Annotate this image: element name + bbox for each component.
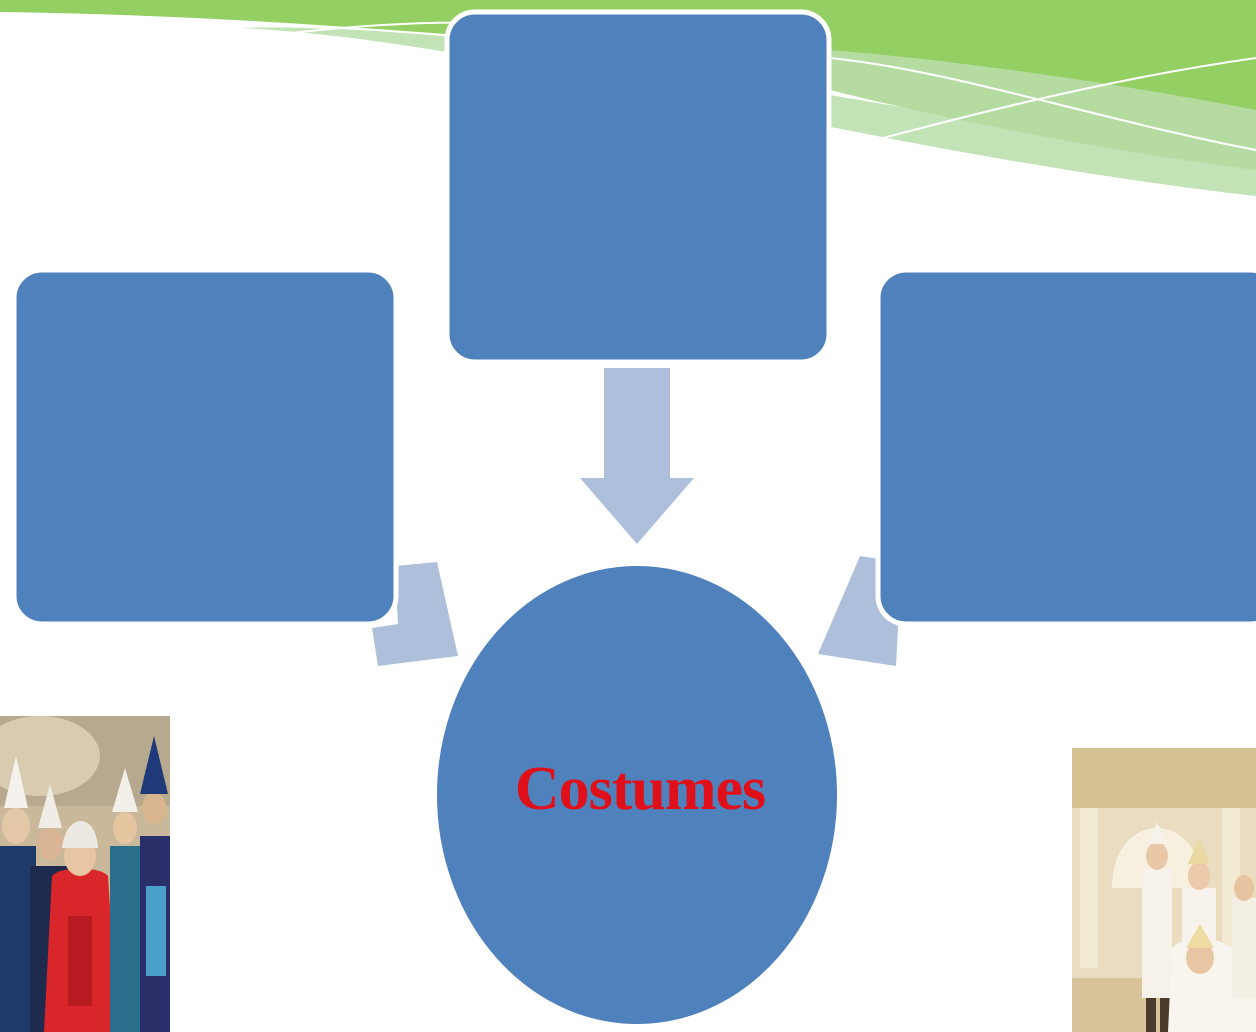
banner-white-line-2 bbox=[829, 57, 1256, 151]
left-box bbox=[11, 267, 399, 627]
center-label: Costumes bbox=[514, 755, 766, 823]
women-in-traditional-dress-photo bbox=[0, 716, 170, 1032]
ceremonial-dancers-photo bbox=[1072, 748, 1256, 1032]
center-circle bbox=[431, 560, 843, 1030]
banner-white-line-3 bbox=[829, 57, 1256, 153]
right-box bbox=[875, 267, 1256, 627]
top-box bbox=[444, 9, 832, 365]
arrow-top-down bbox=[580, 368, 694, 544]
banner-light-wave bbox=[240, 27, 1256, 197]
banner-dark-wave bbox=[0, 0, 1256, 150]
banner-mid-wave bbox=[830, 50, 1256, 170]
arrow-left-to-center bbox=[372, 562, 458, 666]
